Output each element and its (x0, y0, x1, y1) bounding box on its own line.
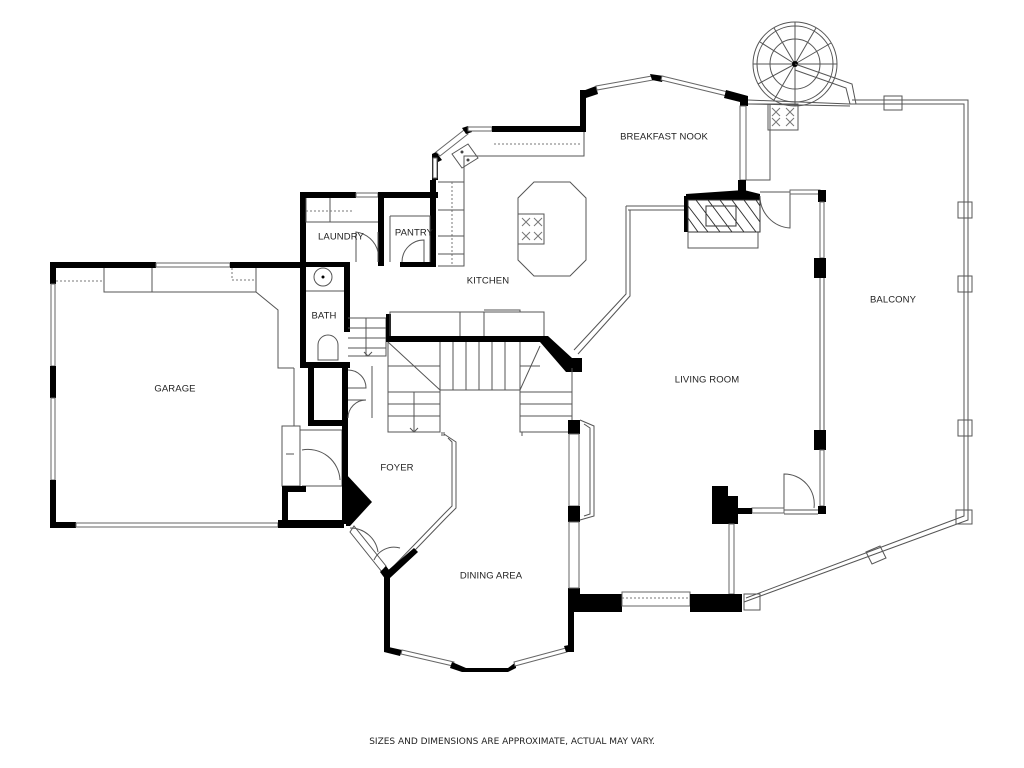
living-room-walls (568, 182, 826, 612)
label-living-room: LIVING ROOM (674, 374, 740, 386)
label-bath: BATH (311, 310, 337, 322)
disclaimer-text: SIZES AND DIMENSIONS ARE APPROXIMATE, AC… (369, 737, 655, 747)
label-garage: GARAGE (154, 383, 196, 395)
utility-walls (281, 180, 438, 526)
label-foyer: FOYER (380, 462, 414, 474)
label-balcony: BALCONY (869, 294, 917, 306)
kitchen-fixtures (432, 126, 587, 277)
label-breakfast-nook: BREAKFAST NOOK (620, 131, 708, 143)
label-dining-area: DINING AREA (459, 570, 523, 582)
dining-area-walls (384, 574, 574, 672)
label-kitchen: KITCHEN (466, 275, 510, 287)
spiral-stair (747, 21, 857, 131)
foyer-walls (349, 432, 457, 580)
label-pantry: PANTRY (394, 227, 434, 239)
stairs (348, 309, 582, 436)
label-laundry: LAUNDRY (318, 231, 364, 243)
balcony-railing (743, 95, 973, 611)
